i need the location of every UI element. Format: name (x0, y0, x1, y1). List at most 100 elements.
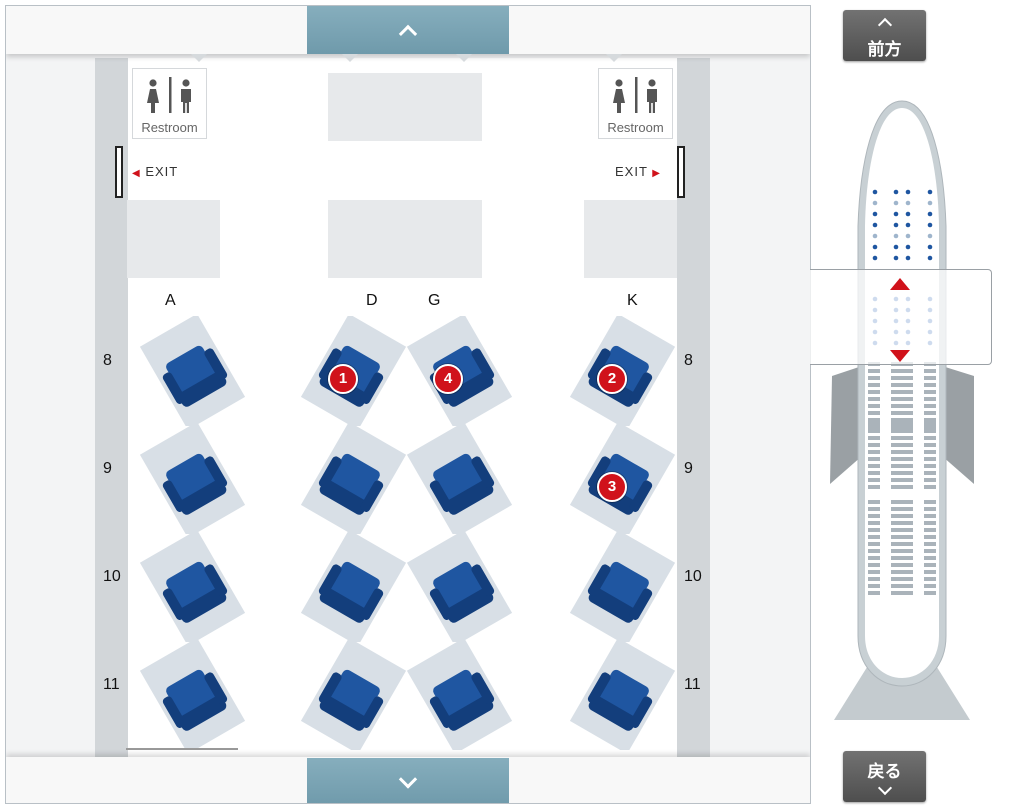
overview-seat-block (868, 570, 880, 574)
overview-seat-block (924, 542, 936, 546)
overview-seat-block (868, 507, 880, 511)
overview-seat-block (924, 584, 936, 588)
exit-label: EXIT (615, 164, 648, 179)
forward-button[interactable]: 前方 (843, 10, 926, 61)
column-label-a: A (165, 292, 176, 309)
overview-seat-block (924, 436, 936, 440)
overview-seat-block (891, 418, 913, 422)
scroll-forward-button[interactable] (307, 6, 509, 54)
seat-8g[interactable]: 4 (404, 316, 514, 426)
exit-door-left (115, 146, 123, 198)
overview-seat-block (868, 577, 880, 581)
overview-seat-marker (893, 200, 899, 206)
overview-seat-block (868, 584, 880, 588)
overview-seat-block (868, 549, 880, 553)
overview-seat-block (891, 542, 913, 546)
seat-10k[interactable] (568, 532, 678, 642)
row-label-left: 10 (103, 568, 121, 585)
selection-order-badge: 1 (328, 364, 358, 394)
overview-seat-marker (927, 222, 933, 228)
overview-seat-marker (872, 255, 878, 261)
seat-9k[interactable]: 3 (568, 424, 678, 534)
overview-seat-marker (905, 189, 911, 195)
seat-9d[interactable] (299, 424, 409, 534)
overview-seat-marker (927, 200, 933, 206)
overview-seat-marker (893, 189, 899, 195)
selection-order-badge: 4 (433, 364, 463, 394)
overview-seat-block (924, 549, 936, 553)
overview-seat-marker (872, 244, 878, 250)
overview-seat-block (891, 577, 913, 581)
scroll-back-bar (6, 757, 810, 803)
overview-seat-marker (893, 255, 899, 261)
overview-seat-block (924, 457, 936, 461)
exit-arrow-icon: ▶ (652, 168, 661, 179)
overview-seat-block (868, 411, 880, 415)
overview-seat-block (924, 429, 936, 433)
seat-icon (406, 532, 513, 642)
overview-seat-block (891, 411, 913, 415)
exit-sign-right: EXIT ▶ (615, 164, 661, 182)
overview-seat-block (924, 478, 936, 482)
seat-11a[interactable] (137, 640, 247, 750)
seat-8k[interactable]: 2 (568, 316, 678, 426)
scroll-forward-bar (6, 6, 810, 54)
overview-seat-marker (872, 200, 878, 206)
overview-seat-block (924, 485, 936, 489)
exit-label: EXIT (145, 164, 179, 179)
overview-seat-block (868, 457, 880, 461)
seat-8d[interactable]: 1 (299, 316, 409, 426)
overview-seat-block (868, 450, 880, 454)
seat-icon (300, 640, 407, 750)
back-button[interactable]: 戻る (843, 751, 926, 802)
overview-seat-block (891, 591, 913, 595)
galley-block-left (127, 200, 220, 278)
overview-seat-block (924, 464, 936, 468)
aircraft-overview-map[interactable] (812, 96, 992, 726)
overview-seat-block (924, 535, 936, 539)
overview-seat-block (868, 383, 880, 387)
overview-seat-block (891, 514, 913, 518)
seat-11g[interactable] (404, 640, 514, 750)
seat-8a[interactable] (137, 316, 247, 426)
exit-door-right (677, 146, 685, 198)
scroll-back-button[interactable] (307, 758, 509, 803)
overview-seat-block (891, 383, 913, 387)
seat-11k[interactable] (568, 640, 678, 750)
overview-seat-block (891, 443, 913, 447)
restroom-left: Restroom (132, 68, 207, 139)
overview-seat-marker (893, 211, 899, 217)
overview-seat-block (891, 425, 913, 429)
overview-seat-block (868, 418, 880, 422)
overview-seat-block (868, 390, 880, 394)
seat-10d[interactable] (299, 532, 409, 642)
overview-seat-marker (927, 255, 933, 261)
overview-seat-block (924, 383, 936, 387)
overview-seat-block (891, 422, 913, 426)
seat-icon (569, 640, 676, 750)
overview-seat-block (891, 369, 913, 373)
chevron-down-icon (877, 780, 892, 796)
overview-seat-block (891, 464, 913, 468)
horizontal-scroll-indicator[interactable] (126, 748, 238, 750)
restroom-right: Restroom (598, 68, 673, 139)
overview-seat-marker (893, 233, 899, 239)
notch (606, 54, 622, 62)
back-button-label: 戻る (867, 762, 902, 781)
seat-10a[interactable] (137, 532, 247, 642)
seat-9g[interactable] (404, 424, 514, 534)
seat-9a[interactable] (137, 424, 247, 534)
overview-seat-block (924, 591, 936, 595)
overview-seat-marker (905, 211, 911, 217)
overview-seat-block (868, 422, 880, 426)
overview-seat-block (891, 457, 913, 461)
seat-10g[interactable] (404, 532, 514, 642)
overview-seat-block (868, 535, 880, 539)
overview-seat-block (891, 485, 913, 489)
seat-11d[interactable] (299, 640, 409, 750)
overview-seat-block (891, 404, 913, 408)
overview-seat-block (891, 500, 913, 504)
overview-seat-block (891, 563, 913, 567)
chevron-up-icon (877, 17, 892, 33)
triangle-up-icon (890, 278, 910, 290)
